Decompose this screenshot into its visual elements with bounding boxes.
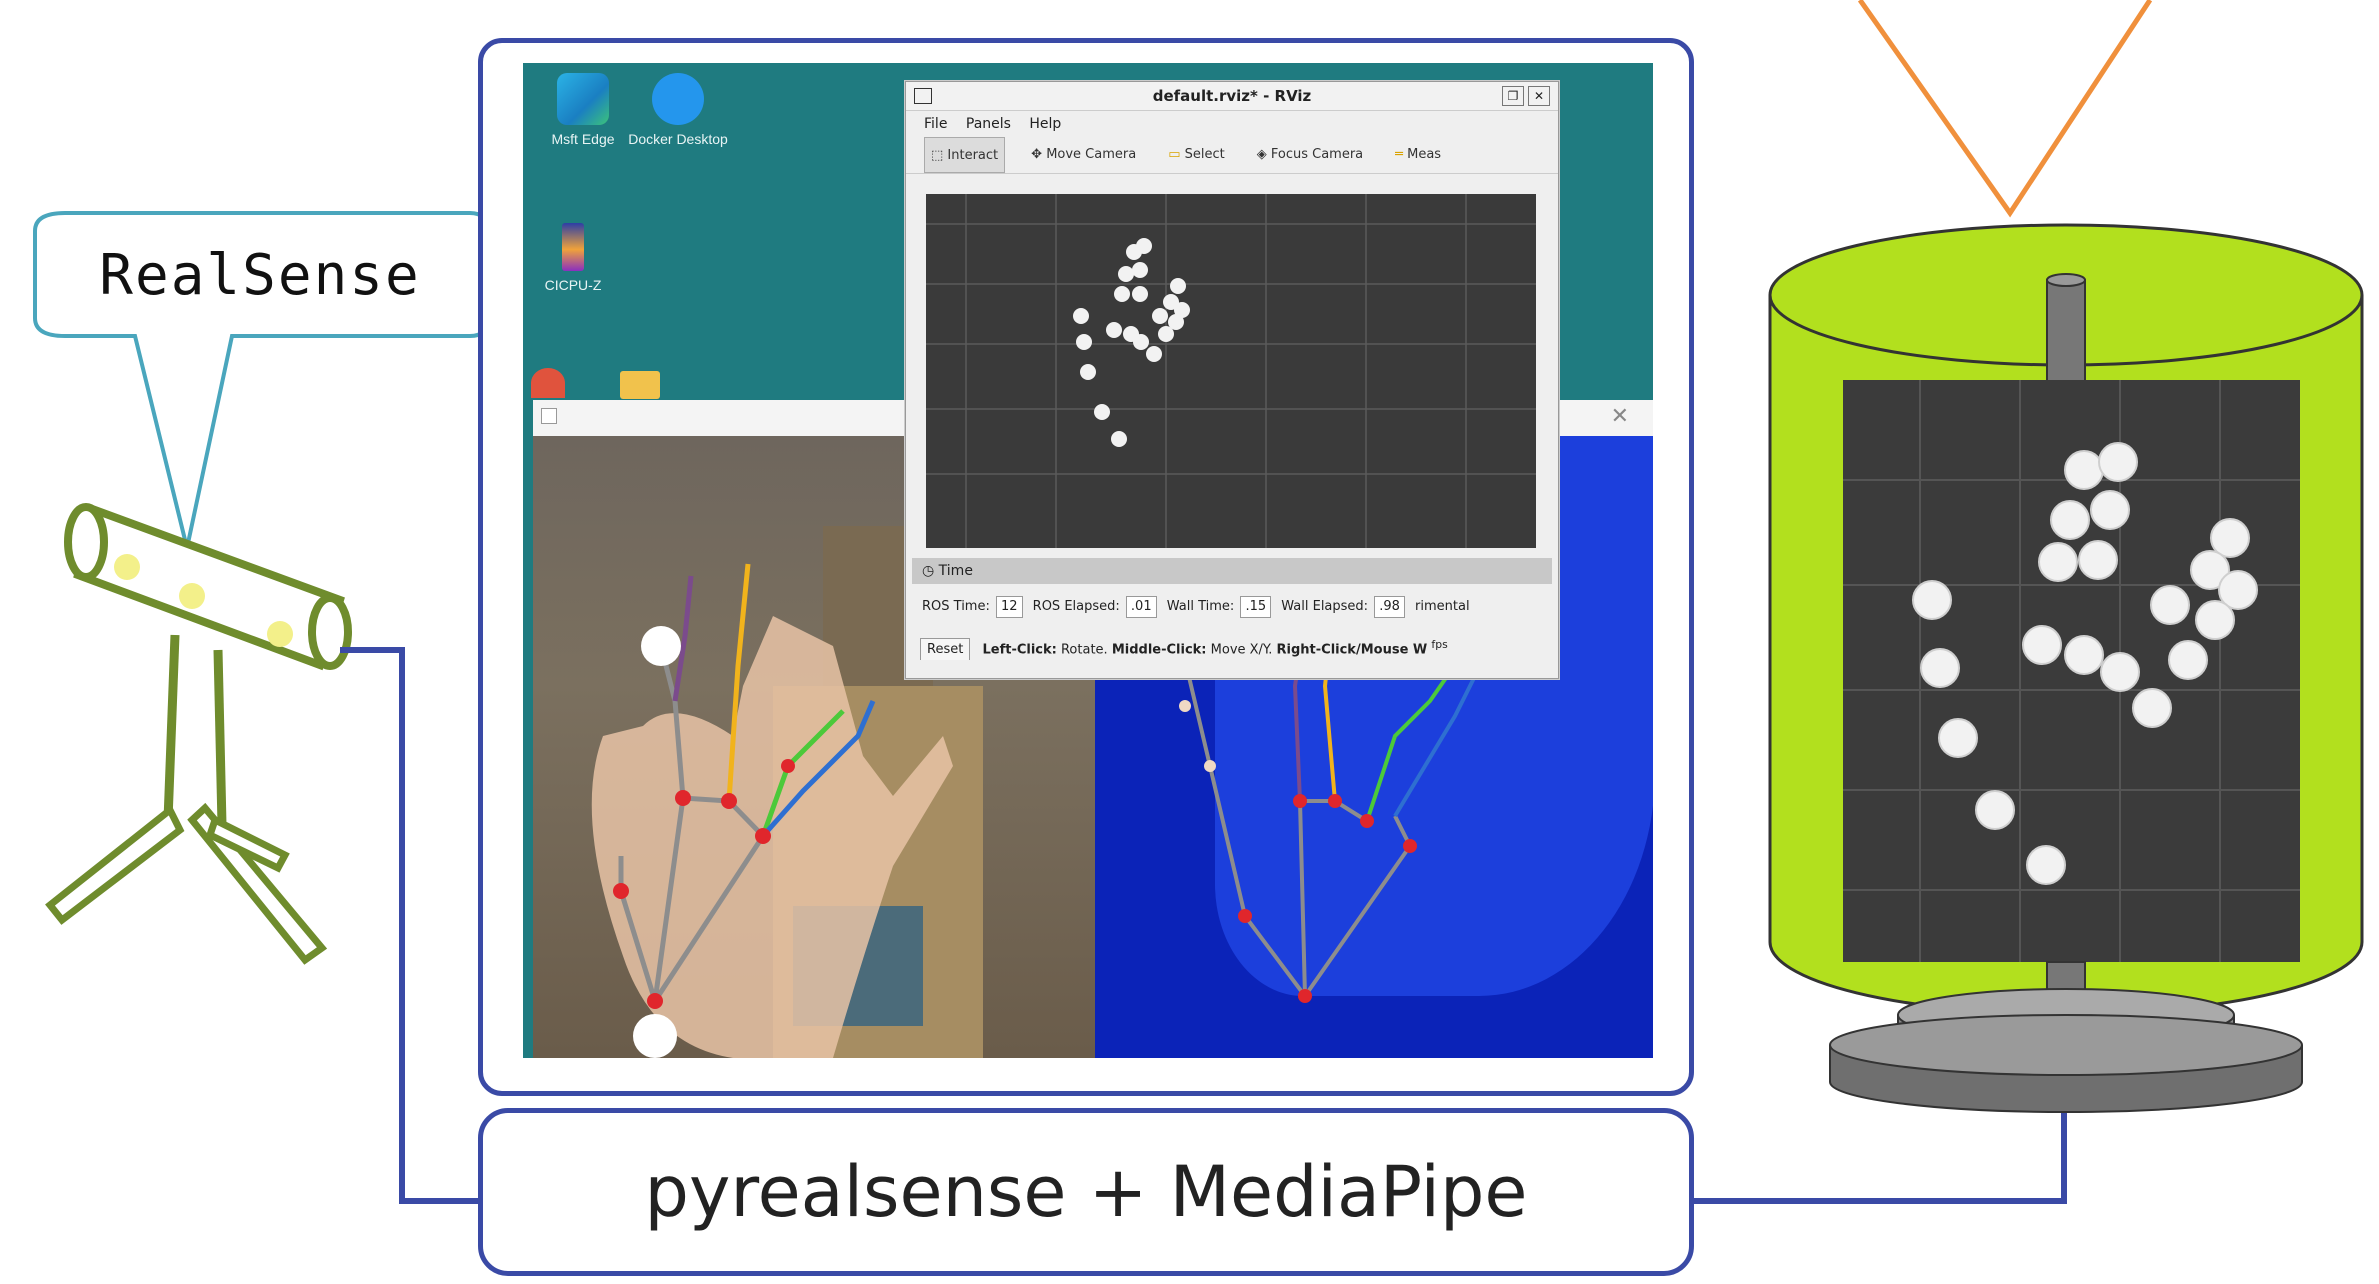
desktop-icon-label: Msft Edge (551, 131, 615, 147)
status-right-click: Right-Click/Mouse W (1276, 642, 1428, 658)
rviz-status-bar: Reset Left-Click: Rotate. Middle-Click: … (912, 630, 1552, 660)
projection-funnel (1857, 0, 2153, 218)
wall-time-label: Wall Time: (1166, 599, 1235, 614)
desktop-icon-cpuz[interactable]: CICPU-Z (523, 223, 633, 293)
edge-icon (557, 73, 609, 125)
tool-label: Focus Camera (1270, 147, 1364, 162)
move-camera-icon: ✥ (1031, 147, 1047, 162)
status-left-click: Left-Click: (982, 642, 1057, 658)
time-panel-title: Time (938, 563, 973, 579)
tool-measure[interactable]: ═ Meas (1389, 137, 1447, 173)
time-panel-row: ROS Time: 12 ROS Elapsed: .01 Wall Time:… (912, 592, 1552, 622)
desktop-icon-label: Docker Desktop (628, 131, 728, 147)
docker-icon (652, 73, 704, 125)
interact-icon: ⬚ (931, 148, 948, 163)
time-panel-header: ◷ Time (912, 558, 1552, 584)
tool-label: Meas (1407, 147, 1442, 162)
close-icon[interactable]: ✕ (1610, 404, 1629, 429)
window-menu-icon[interactable] (914, 88, 932, 104)
measure-icon: ═ (1395, 147, 1408, 162)
connector-pipeline-to-display (1694, 1110, 2067, 1204)
menu-file[interactable]: File (924, 116, 948, 132)
connector-camera-to-pipeline (340, 647, 478, 1204)
desktop-icon-label: CICPU-Z (544, 277, 602, 293)
realsense-camera-icon (45, 503, 352, 965)
rviz-window-title: default.rviz* - RViz (1152, 87, 1312, 105)
tool-label: Move Camera (1046, 147, 1137, 162)
wall-elapsed-label: Wall Elapsed: (1281, 599, 1369, 614)
realsense-callout-label: RealSense (99, 242, 421, 308)
focus-camera-icon: ◈ (1256, 147, 1271, 162)
wall-elapsed-field[interactable]: .98 (1374, 596, 1405, 618)
experimental-checkbox-label[interactable]: rimental (1415, 599, 1470, 614)
rviz-3d-view[interactable] (926, 194, 1536, 548)
tool-label: Interact (947, 148, 999, 163)
cpuz-icon (562, 223, 584, 271)
ros-time-label: ROS Time: (922, 599, 990, 614)
tool-interact[interactable]: ⬚ Interact (924, 137, 1006, 173)
rviz-window: default.rviz* - RViz ❐ ✕ File Panels Hel… (905, 81, 1559, 679)
menu-panels[interactable]: Panels (965, 116, 1011, 132)
rgb-hand-landmarks (591, 563, 953, 1058)
pipeline-label: pyrealsense + MediaPipe (644, 1151, 1528, 1233)
rviz-toolbar: ⬚ Interact ✥ Move Camera ▭ Select ◈ Focu… (906, 137, 1558, 174)
tool-focus-camera[interactable]: ◈ Focus Camera (1251, 137, 1369, 173)
close-icon[interactable]: ✕ (1528, 86, 1550, 106)
clock-icon: ◷ (922, 563, 939, 579)
volumetric-display-icon (1768, 223, 2364, 1113)
rviz-menubar: File Panels Help (906, 111, 1558, 137)
status-left-action: Rotate. (1060, 642, 1108, 658)
pipeline-label-box: pyrealsense + MediaPipe (478, 1108, 1694, 1276)
ros-elapsed-label: ROS Elapsed: (1032, 599, 1120, 614)
desktop-icon-edge[interactable]: Msft Edge (523, 73, 643, 147)
menu-help[interactable]: Help (1029, 116, 1062, 132)
ros-elapsed-field[interactable]: .01 (1125, 596, 1157, 618)
select-icon: ▭ (1168, 147, 1185, 162)
desktop-icon-docker[interactable]: Docker Desktop (618, 73, 738, 147)
tool-select[interactable]: ▭ Select (1162, 137, 1231, 173)
chrome-icon[interactable] (531, 368, 565, 398)
status-middle-click: Middle-Click: (1111, 642, 1207, 658)
reset-button[interactable]: Reset (920, 638, 971, 660)
folder-icon[interactable] (620, 371, 660, 399)
ros-time-field[interactable]: 12 (995, 596, 1023, 618)
status-middle-action: Move X/Y. (1210, 642, 1273, 658)
restore-icon[interactable]: ❐ (1502, 86, 1524, 106)
tool-label: Select (1184, 147, 1225, 162)
window-app-icon (541, 408, 557, 424)
rviz-grid-and-points (926, 194, 1536, 548)
desktop-screenshot: Msft Edge Docker Desktop CICPU-Z ✕ (523, 63, 1653, 1058)
tool-move-camera[interactable]: ✥ Move Camera (1025, 137, 1142, 173)
fps-label: fps (1431, 638, 1448, 651)
wall-time-field[interactable]: .15 (1240, 596, 1272, 618)
rviz-titlebar: default.rviz* - RViz ❐ ✕ (906, 82, 1558, 111)
